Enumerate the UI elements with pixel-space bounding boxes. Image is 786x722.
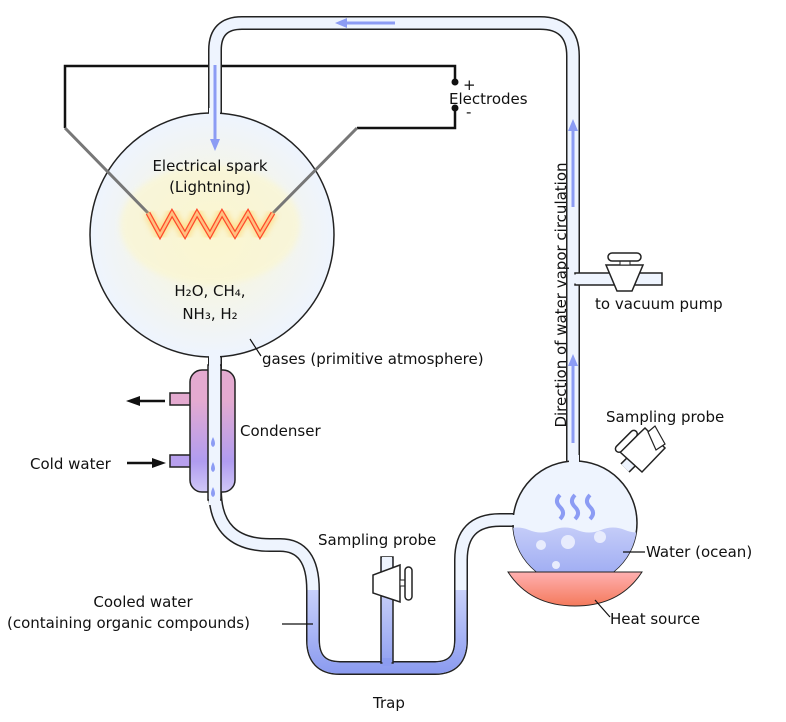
plus-label: + — [463, 76, 476, 94]
arrow-left-icon — [126, 396, 140, 406]
flow-arrows — [210, 18, 578, 443]
heat-source — [507, 571, 643, 607]
electrodes-label: Electrodes — [449, 90, 528, 108]
organic-compounds-label: (containing organic compounds) — [7, 614, 250, 632]
heat-source-label: Heat source — [610, 610, 700, 628]
vacuum-label: to vacuum pump — [595, 295, 723, 313]
trap-tube — [208, 350, 515, 675]
lightning-label: (Lightning) — [169, 178, 251, 196]
positive-terminal — [451, 78, 459, 86]
flask-sampling-probe-label: Sampling probe — [606, 408, 724, 426]
right-electrode — [271, 126, 359, 215]
minus-label: - — [466, 103, 471, 121]
vacuum-valve — [604, 252, 645, 292]
condenser-label: Condenser — [240, 422, 321, 440]
gases-formula-line2: NH₃, H₂ — [182, 305, 237, 323]
left-electrode — [63, 126, 150, 215]
gases-label: gases (primitive atmosphere) — [262, 350, 484, 368]
arrow-right-icon — [152, 458, 166, 468]
leader-lines — [249, 338, 645, 625]
condenser — [169, 360, 236, 505]
trap-sampling-probe-label: Sampling probe — [318, 531, 436, 549]
electrode-wires — [63, 64, 459, 130]
steam-icon — [555, 493, 595, 521]
cold-water-label: Cold water — [30, 455, 112, 473]
cooled-water — [307, 590, 467, 674]
flask-sampling-valve — [614, 425, 667, 474]
negative-terminal — [451, 104, 459, 112]
trap-label: Trap — [372, 694, 405, 712]
gases-formula-line1: H₂O, CH₄, — [174, 282, 245, 300]
electrical-spark-label: Electrical spark — [152, 157, 267, 175]
spark-icon — [144, 203, 277, 245]
direction-label: Direction of water vapor circulation — [552, 162, 570, 427]
water-drops-icon — [211, 437, 215, 497]
cold-water-arrows — [126, 396, 166, 468]
water-ocean-label: Water (ocean) — [646, 543, 752, 561]
trap-sampling-valve — [372, 563, 413, 604]
cooled-water-label: Cooled water — [93, 593, 193, 611]
